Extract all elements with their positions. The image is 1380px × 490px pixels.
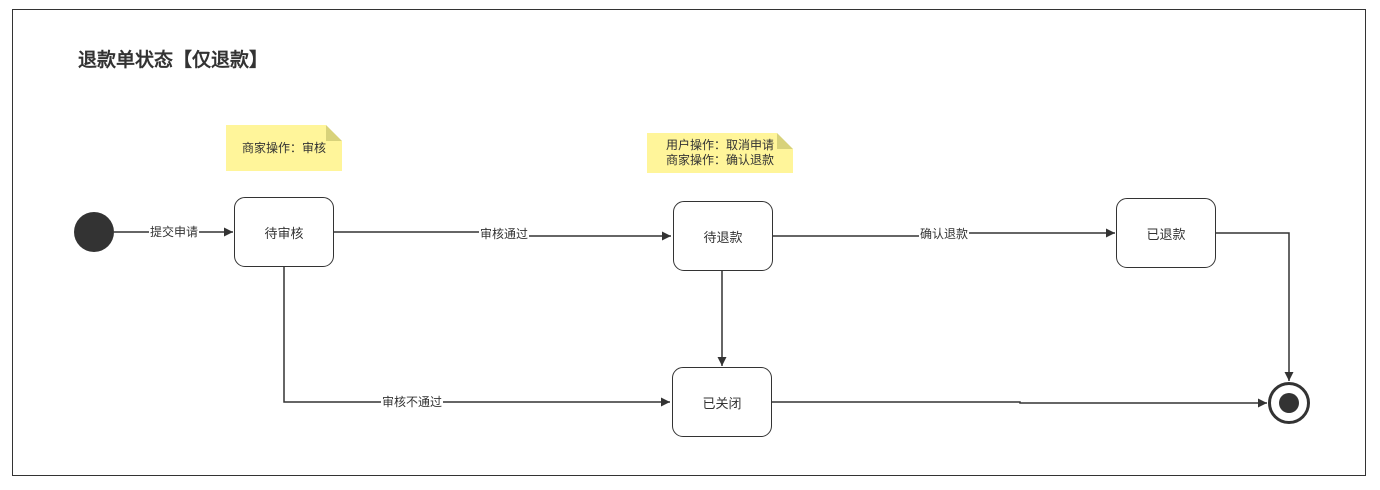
diagram-frame [12,9,1366,476]
state-pending-review: 待审核 [234,197,334,267]
edge-label-reject: 审核不通过 [380,395,444,409]
state-pending-refund-label: 待退款 [703,230,743,246]
edge-label-confirm-refund: 确认退款 [918,227,970,241]
state-refunded: 已退款 [1116,198,1216,268]
state-closed-label: 已关闭 [702,396,742,412]
note-pending-refund-actions: 用户操作：取消申请 商家操作：确认退款 [647,133,793,173]
state-closed: 已关闭 [672,367,772,437]
edge-refunded-to-end [1216,232,1294,381]
edge-label-submit: 提交申请 [148,225,200,239]
note-merchant-review-text: 商家操作：审核 [241,140,326,155]
state-pending-review-label: 待审核 [264,226,304,242]
state-pending-refund: 待退款 [673,201,773,271]
initial-node [74,212,114,252]
note-merchant-review: 商家操作：审核 [226,125,342,171]
note-fold [326,125,342,141]
note-fold [777,133,793,149]
edge-label-approve: 审核通过 [478,227,530,241]
final-node [1268,382,1310,424]
edge-closed-to-end [772,398,1267,408]
diagram-title: 退款单状态【仅退款】 [78,49,269,71]
edge-reject [283,267,670,407]
state-refunded-label: 已退款 [1146,227,1186,243]
final-node-inner [1279,393,1299,413]
note-user-cancel-text: 用户操作：取消申请 [665,138,774,152]
note-merchant-confirm-text: 商家操作：确认退款 [665,153,774,167]
